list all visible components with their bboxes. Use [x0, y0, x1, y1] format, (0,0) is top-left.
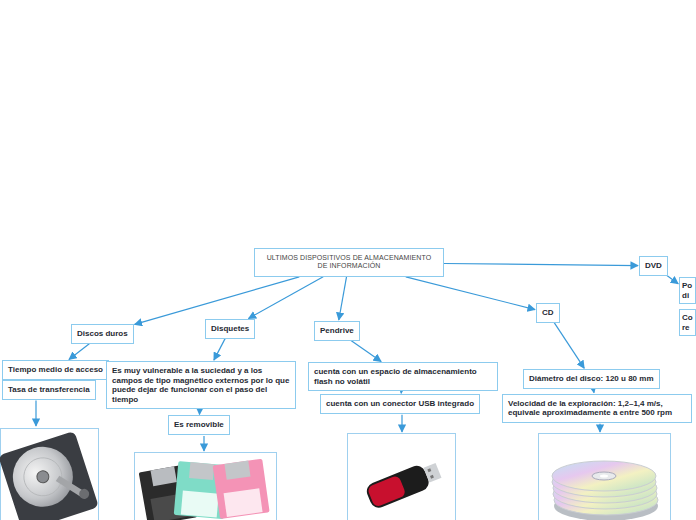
picture-leader	[35, 401, 36, 426]
branch-box: Pendrive	[314, 321, 360, 341]
node-text: cuenta con un conector USB integrado	[326, 399, 474, 409]
branch-box: Discos duros	[71, 324, 134, 344]
central-topic: ULTIMOS DISPOSITIVOS DE ALMACENAMIENTO D…	[254, 248, 444, 277]
node-text: Co re	[682, 313, 693, 332]
detail-box: cuenta con un conector USB integrado	[320, 394, 480, 414]
picture-leader	[203, 436, 204, 451]
node-text: Discos duros	[77, 329, 128, 339]
branch-box: Disquetes	[205, 319, 255, 339]
node-text: Po di	[682, 281, 693, 300]
picture-leader	[599, 424, 600, 432]
node-text: Es muy vulnerable a la suciedad y a los …	[112, 366, 290, 404]
connector-arrow	[339, 277, 347, 320]
detail-box: Tasa de transferencia	[2, 380, 96, 400]
connector-arrow	[444, 264, 638, 266]
detail-box: Velocidad de la exploración: 1,2–1,4 m/s…	[502, 394, 692, 423]
connector-arrow	[249, 277, 324, 319]
node-text: Pendrive	[320, 326, 354, 336]
connector-arrow	[401, 391, 402, 393]
node-text: Tiempo medio de acceso	[8, 365, 103, 375]
usb-drive-picture	[348, 434, 456, 520]
cd-stack-picture	[539, 434, 671, 520]
connector-arrow	[69, 344, 90, 360]
picture-leader	[401, 415, 402, 432]
node-text: Diámetro del disco: 120 u 80 mm	[529, 374, 654, 384]
node-text: Disquetes	[211, 324, 249, 334]
detail-box: Es muy vulnerable a la suciedad y a los …	[106, 361, 296, 409]
connector-arrow	[214, 339, 225, 361]
node-text: Es removible	[174, 420, 224, 430]
node-text: Tasa de transferencia	[8, 385, 90, 395]
node-text: ULTIMOS DISPOSITIVOS DE ALMACENAMIENTO D…	[263, 254, 435, 271]
connector-arrow	[554, 323, 584, 369]
floppy-disks-picture	[135, 453, 277, 520]
detail-box: Po di	[679, 277, 696, 304]
detail-box: cuenta con un espacio de almacenamiento …	[308, 362, 498, 391]
node-text: Velocidad de la exploración: 1,2–1,4 m/s…	[508, 399, 686, 418]
connector-arrow	[667, 276, 678, 284]
connector-arrow	[406, 277, 535, 310]
hard-disk-picture	[0, 429, 99, 520]
detail-box: Co re	[679, 309, 696, 336]
node-text: cuenta con un espacio de almacenamiento …	[314, 367, 492, 386]
detail-box: Diámetro del disco: 120 u 80 mm	[523, 369, 660, 389]
branch-box: CD	[536, 303, 560, 323]
connector-arrow	[199, 409, 200, 414]
connector-arrow	[135, 277, 300, 325]
branch-box: DVD	[639, 256, 668, 276]
node-text: CD	[542, 308, 554, 318]
connector-arrow	[351, 341, 381, 362]
connector-arrow	[593, 389, 595, 393]
detail-box: Tiempo medio de acceso	[2, 360, 109, 380]
node-text: DVD	[645, 261, 662, 271]
detail-box: Es removible	[168, 415, 230, 435]
